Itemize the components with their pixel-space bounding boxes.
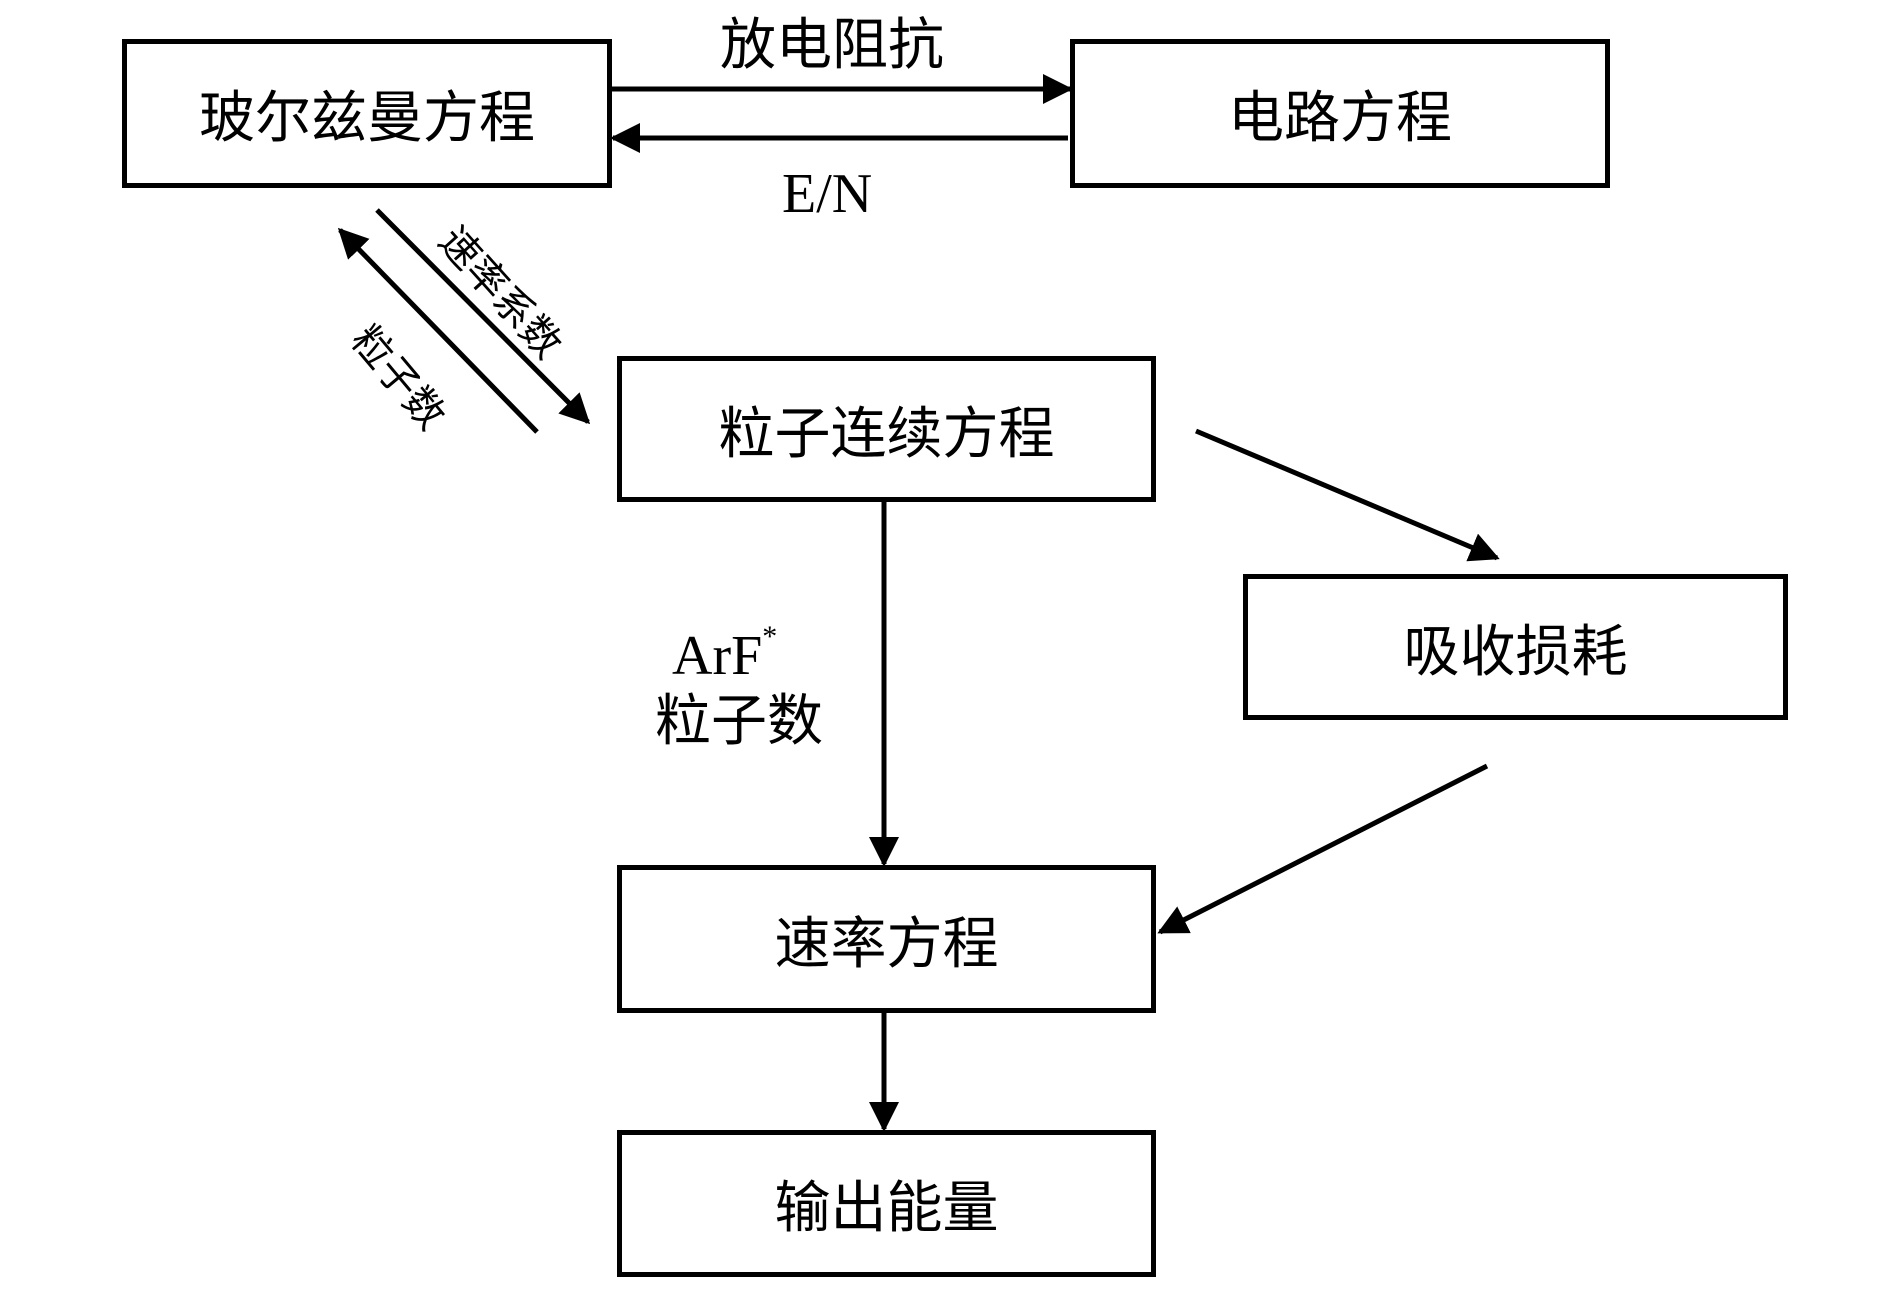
node-label: 输出能量 (774, 1176, 999, 1241)
edge-label-discharge-impedance: 放电阻抗 (720, 13, 944, 78)
node-output-energy: 输出能量 (617, 1130, 1156, 1277)
arrow-continuity-to-boltzmann (337, 227, 539, 434)
edge-label-arf-star: ArF* (672, 622, 777, 687)
node-rate-equation: 速率方程 (617, 865, 1156, 1013)
node-label: 玻尔兹曼方程 (199, 86, 535, 151)
arrow-boltzmann-to-continuity (375, 208, 591, 425)
edge-label-e-over-n: E/N (782, 163, 873, 225)
edge-label-particle-number: 粒子数 (655, 689, 823, 754)
excited-state-asterisk: * (762, 620, 778, 653)
node-label: 电路方程 (1228, 86, 1452, 151)
arrow-absorption-to-rate (1157, 763, 1489, 935)
node-absorption-loss: 吸收损耗 (1243, 574, 1788, 720)
node-boltzmann-equation: 玻尔兹曼方程 (122, 39, 612, 188)
node-label: 粒子连续方程 (718, 401, 1055, 467)
node-circuit-equation: 电路方程 (1070, 39, 1610, 188)
node-particle-continuity-equation: 粒子连续方程 (617, 356, 1156, 502)
arf-text: ArF (672, 625, 763, 687)
node-label: 吸收损耗 (1403, 619, 1628, 685)
arrow-continuity-to-absorption (1195, 428, 1500, 562)
node-label: 速率方程 (774, 911, 999, 977)
